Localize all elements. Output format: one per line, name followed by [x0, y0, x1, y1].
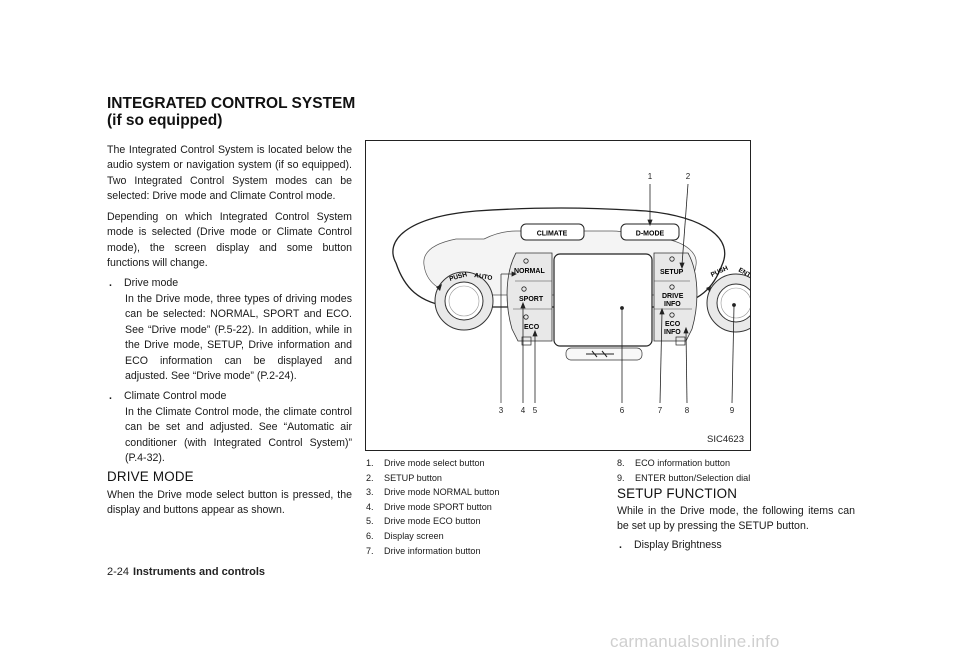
climate-button-label: CLIMATE: [537, 231, 568, 238]
bullet-dot: .: [619, 539, 622, 551]
bullet-dot: .: [109, 277, 112, 289]
caption-item: 6.Display screen: [366, 530, 444, 541]
caption-item: 1.Drive mode select button: [366, 458, 485, 468]
callout-6: 6: [620, 406, 625, 415]
bullet-dot: .: [109, 390, 112, 402]
caption-item: 8.ECO information button: [617, 458, 731, 468]
depend-paragraph: Depending on which Integrated Control Sy…: [107, 211, 352, 270]
setup-paragraph: While in the Drive mode, the following i…: [617, 505, 855, 533]
page-number: 2-24: [107, 566, 130, 578]
caption-item: 7.Drive information button: [366, 545, 481, 556]
figure-id: SIC4623: [707, 434, 744, 445]
left-knob-auto-label: AUTO: [474, 272, 493, 282]
setup-function-heading: SETUP FUNCTION: [617, 486, 738, 501]
callout-1: 1: [648, 172, 653, 181]
bullet-climate-mode: . Climate Control mode: [107, 389, 352, 405]
callout-3: 3: [499, 406, 504, 415]
callout-5: 5: [533, 406, 538, 415]
section-heading: INTEGRATED CONTROL SYSTEM (if so equippe…: [107, 95, 356, 129]
caption-list-right: 8.ECO information button 9.ENTER button/…: [617, 456, 857, 485]
intro-paragraph: The Integrated Control System is located…: [107, 144, 352, 203]
drive-mode-description: In the Drive mode, three types of drivin…: [125, 293, 352, 383]
eco-info-label-1: ECO: [665, 321, 681, 328]
caption-item: 3.Drive mode NORMAL button: [366, 487, 500, 498]
left-knob-push-label: PUSH: [449, 271, 469, 283]
drive-mode-heading: DRIVE MODE: [107, 469, 194, 484]
bullet-title: Drive mode: [124, 277, 179, 289]
setup-button-label: SETUP: [660, 269, 684, 276]
bullet-drive-mode: . Drive mode: [107, 276, 352, 292]
sport-button-label: SPORT: [519, 296, 544, 303]
watermark: carmanualsonline.info: [610, 632, 780, 651]
climate-button-shape: [520, 223, 585, 241]
callout-8: 8: [685, 406, 690, 415]
caption-item: 4.Drive mode SPORT button: [366, 501, 492, 512]
drive-mode-paragraph: When the Drive mode select button is pre…: [107, 489, 352, 517]
control-panel-illustration: CLIMATE D-MODE PUSH AUTO PUSH ENTER NORM…: [392, 172, 750, 415]
display-screen: [553, 253, 653, 347]
bullet-title: Climate Control mode: [124, 390, 227, 402]
climate-mode-description: In the Climate Control mode, the climate…: [125, 406, 352, 465]
drive-info-label-2: INFO: [664, 301, 681, 308]
caption-list-left: 1.Drive mode select button 2.SETUP butto…: [366, 456, 596, 558]
caption-item: 2.SETUP button: [366, 472, 442, 483]
caption-item: 5.Drive mode ECO button: [366, 516, 481, 527]
callout-2: 2: [686, 172, 691, 181]
caption-item: 9.ENTER button/Selection dial: [617, 472, 751, 483]
callout-7: 7: [658, 406, 663, 415]
eco-button-label: ECO: [524, 324, 540, 331]
callout-4: 4: [521, 406, 526, 415]
control-panel-figure: CLIMATE D-MODE PUSH AUTO PUSH ENTER NORM…: [365, 140, 751, 451]
section-name: Instruments and controls: [133, 566, 266, 578]
bullet-display-brightness: . Display Brightness: [617, 538, 855, 554]
callout-9: 9: [730, 406, 735, 415]
drive-info-label-1: DRIVE: [662, 293, 684, 300]
dmode-button-label: D-MODE: [636, 231, 665, 238]
bullet-text: Display Brightness: [634, 539, 722, 551]
eco-info-label-2: INFO: [664, 329, 681, 336]
normal-button-label: NORMAL: [514, 268, 545, 275]
